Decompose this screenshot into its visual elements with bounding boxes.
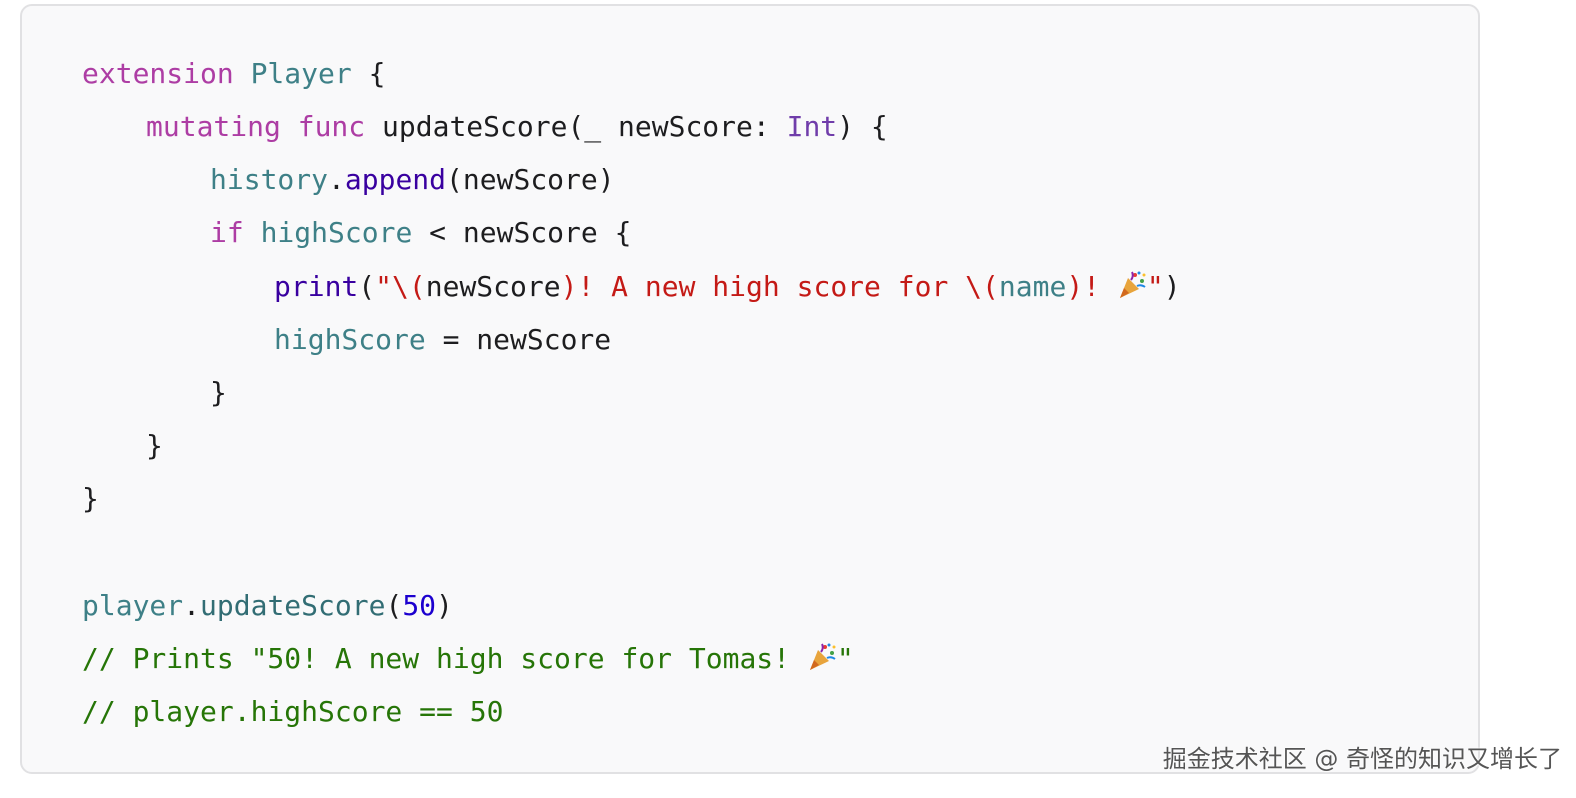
function-signature: updateScore(_ newScore: bbox=[365, 110, 787, 143]
space bbox=[234, 57, 251, 90]
function-print: print bbox=[274, 270, 359, 303]
code-line-10: player.updateScore(50) bbox=[82, 588, 453, 624]
type-int: Int bbox=[786, 110, 838, 143]
party-popper-icon bbox=[1117, 270, 1147, 300]
interp-newscore: newScore bbox=[425, 270, 561, 303]
comment-close-quote: " bbox=[836, 642, 854, 675]
type-player: Player bbox=[250, 57, 352, 90]
string-end: )! bbox=[1066, 270, 1117, 303]
brace-close: } bbox=[82, 482, 99, 515]
watermark: 掘金技术社区 @ 奇怪的知识又增长了 bbox=[1162, 745, 1562, 773]
keyword-extension: extension bbox=[82, 57, 234, 90]
brace-close: } bbox=[146, 429, 163, 462]
paren-close: ) bbox=[1163, 270, 1181, 303]
string-close-quote: " bbox=[1146, 270, 1164, 303]
paren-close: ) bbox=[436, 589, 453, 622]
code-line-4: if highScore < newScore { bbox=[210, 215, 631, 251]
code-line-9: } bbox=[82, 481, 99, 517]
dot: . bbox=[183, 589, 201, 622]
keyword-if: if bbox=[210, 216, 244, 249]
identifier-highscore: highScore bbox=[260, 216, 413, 249]
code-line-5: print("\(newScore)! A new high score for… bbox=[274, 269, 1181, 305]
keyword-mutating: mutating bbox=[146, 110, 281, 143]
code-block: extension Player { mutating func updateS… bbox=[20, 4, 1480, 774]
code-line-8: } bbox=[146, 428, 163, 464]
keyword-func: func bbox=[297, 110, 366, 143]
append-args: (newScore) bbox=[446, 163, 615, 196]
space bbox=[281, 110, 298, 143]
space bbox=[244, 216, 261, 249]
code-line-11: // Prints "50! A new high score for Toma… bbox=[82, 641, 854, 677]
code-line-12: // player.highScore == 50 bbox=[82, 694, 503, 730]
party-popper-icon bbox=[807, 642, 837, 672]
identifier-highscore: highScore bbox=[274, 323, 426, 356]
interp-name: name bbox=[998, 270, 1067, 303]
dot: . bbox=[328, 163, 345, 196]
code-line-2: mutating func updateScore(_ newScore: In… bbox=[146, 109, 888, 145]
assignment: = newScore bbox=[425, 323, 612, 356]
signature-close: ) { bbox=[837, 110, 888, 143]
code-line-3: history.append(newScore) bbox=[210, 162, 615, 198]
brace-open: { bbox=[351, 57, 386, 90]
code-line-1: extension Player { bbox=[82, 56, 385, 92]
number-literal: 50 bbox=[402, 589, 437, 622]
method-updatescore: updateScore bbox=[200, 589, 386, 622]
brace-close: } bbox=[210, 376, 227, 409]
comparison: < newScore { bbox=[412, 216, 632, 249]
paren-open: ( bbox=[385, 589, 403, 622]
code-line-6: highScore = newScore bbox=[274, 322, 611, 358]
string-middle: )! A new high score for \( bbox=[560, 270, 999, 303]
comment-highscore: // player.highScore == 50 bbox=[82, 695, 504, 728]
method-append: append bbox=[344, 163, 447, 196]
paren-open: ( bbox=[358, 270, 376, 303]
comment-prints: // Prints "50! A new high score for Toma… bbox=[82, 642, 807, 675]
code-line-7: } bbox=[210, 375, 227, 411]
string-interp-start: "\( bbox=[375, 270, 426, 303]
identifier-history: history bbox=[210, 163, 329, 196]
identifier-player: player bbox=[82, 589, 184, 622]
